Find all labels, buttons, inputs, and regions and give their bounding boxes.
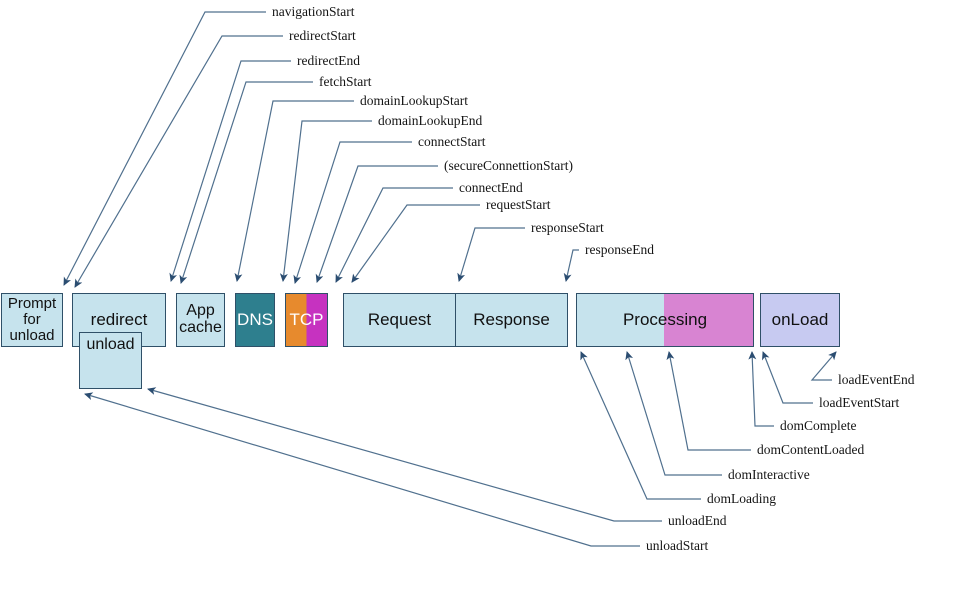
event-leader-loadEventEnd [810, 351, 837, 381]
event-label-responseStart: responseStart [531, 220, 604, 235]
event-label-responseEnd: responseEnd [585, 242, 654, 257]
event-leader-redirectStart [74, 35, 283, 288]
event-label-loadEventEnd: loadEventEnd [838, 372, 915, 387]
event-leader-domainLookupStart [234, 100, 354, 282]
event-label-fetchStart: fetchStart [319, 74, 372, 89]
box-label-line: cache [179, 319, 222, 336]
event-leader-unloadStart [84, 392, 640, 547]
box-label: redirect [90, 310, 148, 330]
event-leader-requestStart [351, 204, 480, 283]
event-label-unloadStart: unloadStart [646, 538, 709, 553]
timeline-box-unload: unload [79, 332, 142, 389]
event-leader-fetchStart [179, 81, 313, 284]
box-label: TCP [289, 310, 324, 330]
event-label-domLoading: domLoading [707, 491, 776, 506]
event-leader-connectEnd [335, 187, 453, 283]
event-leader-domainLookupEnd [279, 120, 372, 282]
box-label-line: App [186, 302, 215, 320]
event-label-domainLookupStart: domainLookupStart [360, 93, 468, 108]
box-label-line: unload [9, 326, 55, 344]
event-leader-navigationStart [63, 11, 266, 286]
timeline-box-dns: DNS [235, 293, 275, 347]
box-label: Request [367, 310, 432, 330]
event-leader-responseStart [457, 227, 525, 282]
event-label-redirectEnd: redirectEnd [297, 53, 360, 68]
event-label-domInteractive: domInteractive [728, 467, 810, 482]
event-leader-redirectEnd [169, 60, 291, 282]
event-label-secureConnettionStart: (secureConnettionStart) [444, 158, 573, 173]
event-leader-responseEnd [563, 249, 579, 282]
event-label-connectEnd: connectEnd [459, 180, 523, 195]
event-leader-domLoading [580, 351, 701, 500]
event-leader-domInteractive [625, 351, 722, 476]
timeline-box-onload: onLoad [760, 293, 840, 347]
event-label-unloadEnd: unloadEnd [668, 513, 727, 528]
event-leader-secureConnettionStart [315, 165, 438, 283]
box-label: Processing [622, 310, 708, 330]
box-label: Response [473, 310, 550, 330]
timeline-box-processing: Processing [576, 293, 754, 347]
box-label-line: for [23, 311, 41, 329]
event-leader-domComplete [748, 351, 774, 427]
event-leader-connectStart [293, 141, 412, 284]
event-label-navigationStart: navigationStart [272, 4, 355, 19]
timeline-box-response: Response [455, 293, 568, 347]
box-label: unload [86, 336, 135, 353]
event-leader-unloadEnd [147, 387, 662, 522]
event-label-domComplete: domComplete [780, 418, 857, 433]
event-leader-domContentLoaded [666, 351, 751, 451]
timeline-box-request: Request [343, 293, 456, 347]
event-label-domainLookupEnd: domainLookupEnd [378, 113, 483, 128]
box-label: DNS [237, 310, 273, 330]
event-label-connectStart: connectStart [418, 134, 486, 149]
event-label-domContentLoaded: domContentLoaded [757, 442, 865, 457]
event-label-redirectStart: redirectStart [289, 28, 356, 43]
box-label: onLoad [771, 310, 829, 330]
timeline-box-tcp: TCP [285, 293, 328, 347]
box-label-line: Prompt [7, 295, 57, 313]
event-label-requestStart: requestStart [486, 197, 551, 212]
event-leader-loadEventStart [762, 351, 813, 404]
event-label-loadEventStart: loadEventStart [819, 395, 900, 410]
